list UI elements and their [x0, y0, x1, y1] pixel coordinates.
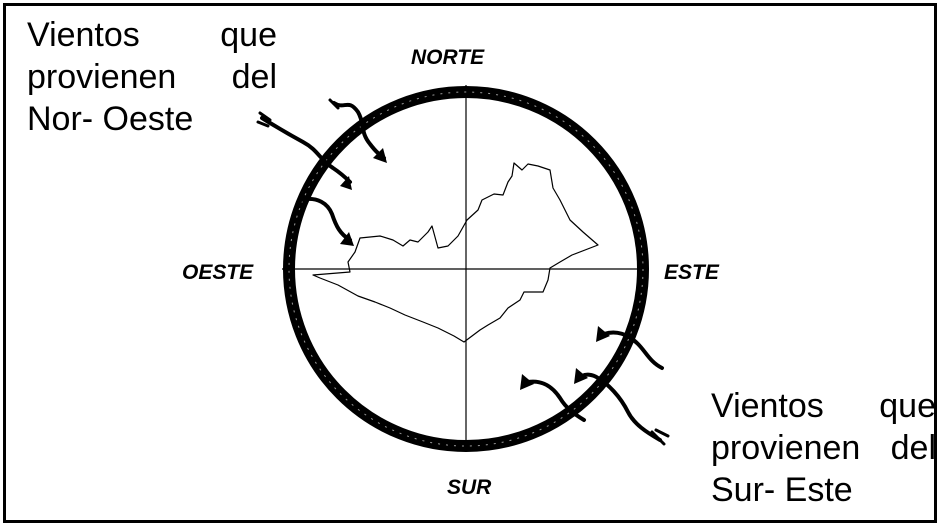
wind-arrow-icon: [256, 111, 352, 190]
east-label: ESTE: [664, 261, 719, 284]
note-line: provienen del: [711, 429, 936, 467]
wind-arrow-icon: [596, 326, 664, 370]
territory-outline: [312, 162, 599, 343]
north-label: NORTE: [411, 46, 485, 69]
wind-arrow-icon: [520, 374, 586, 422]
northwest-wind-note: Vientos que provienen del Nor- Oeste: [27, 14, 277, 140]
note-line: Nor- Oeste: [27, 100, 194, 138]
note-line: provienen del: [27, 58, 277, 96]
wind-arrow-icon: [328, 98, 387, 163]
note-line: Vientos que: [711, 387, 936, 425]
wind-arrow-icon: [574, 368, 670, 446]
note-line: Vientos que: [27, 16, 277, 54]
west-label: OESTE: [182, 261, 254, 284]
wind-arrow-icon: [298, 197, 354, 246]
note-line: Sur- Este: [711, 471, 853, 509]
compass-ring-icon: [283, 86, 649, 452]
southeast-wind-note: Vientos que provienen del Sur- Este: [711, 385, 936, 511]
south-label: SUR: [447, 476, 492, 499]
